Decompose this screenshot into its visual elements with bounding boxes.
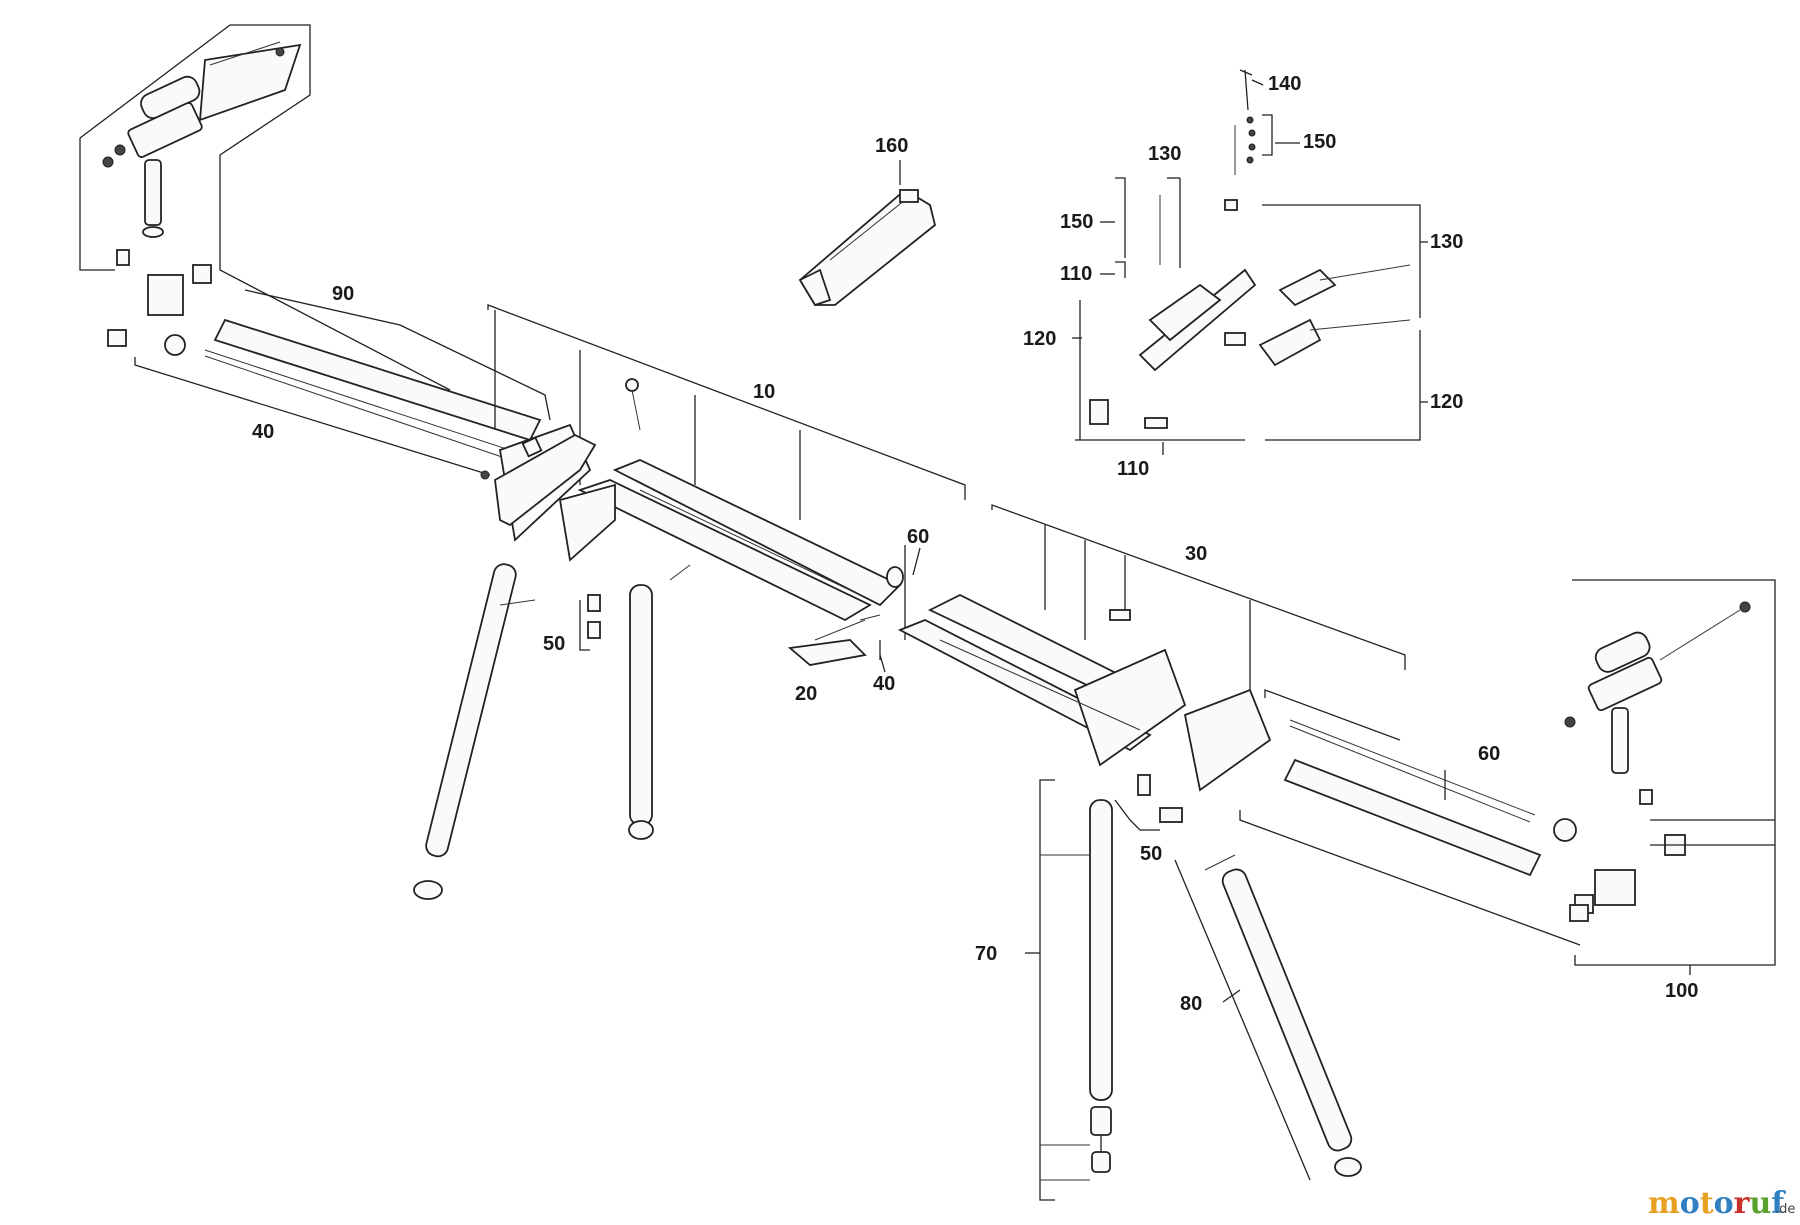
label-50-left: 50 <box>543 633 565 655</box>
watermark-char: r <box>1734 1186 1751 1221</box>
label-90: 90 <box>332 283 354 305</box>
label-120-right: 120 <box>1430 391 1463 413</box>
label-40-left: 40 <box>252 421 274 443</box>
leg-70 <box>1039 779 1113 1201</box>
right-extension-support-assembly <box>1564 579 1776 966</box>
left-end-plate <box>480 433 597 527</box>
motoruf-watermark-logo: motoruf .de <box>1648 1186 1795 1221</box>
watermark-char: o <box>1680 1186 1700 1221</box>
right-leg-brackets <box>1114 774 1183 831</box>
watermark-char: u <box>1749 1186 1771 1221</box>
label-140: 140 <box>1268 73 1301 95</box>
watermark-suffix: .de <box>1775 1202 1795 1217</box>
watermark-char: o <box>1714 1186 1734 1221</box>
watermark-char: m <box>1648 1186 1680 1221</box>
label-30: 30 <box>1185 543 1207 565</box>
label-leader-lines <box>879 79 1691 1003</box>
label-130-right: 130 <box>1430 231 1463 253</box>
label-60-centre: 60 <box>907 526 929 548</box>
label-110-bottom: 110 <box>1117 458 1149 480</box>
label-20: 20 <box>795 683 817 705</box>
right-extension-bar-60 <box>1239 689 1581 946</box>
label-120-left: 120 <box>1023 328 1056 350</box>
label-80: 80 <box>1180 993 1202 1015</box>
left-extension-support-assembly <box>79 24 451 391</box>
label-70: 70 <box>975 943 997 965</box>
label-50-right: 50 <box>1140 843 1162 865</box>
centre-link-bracket <box>787 545 906 666</box>
part-number-labels: 160 140 150 130 150 130 110 120 120 110 … <box>252 73 1698 1015</box>
main-rail-30 <box>897 504 1406 792</box>
label-40-centre: 40 <box>873 673 895 695</box>
leg-80 <box>1174 854 1362 1181</box>
label-100: 100 <box>1665 980 1698 1002</box>
clamp-part-160 <box>798 160 937 307</box>
label-10: 10 <box>753 381 775 403</box>
label-150-left: 150 <box>1060 211 1093 233</box>
latch-detail-inset <box>1075 69 1421 441</box>
svg-text:motoruf: motoruf <box>1648 1186 1786 1221</box>
label-110-left: 110 <box>1060 263 1092 285</box>
left-leg-pair <box>413 563 691 900</box>
extension-bar-90 <box>134 289 551 476</box>
label-150-top: 150 <box>1303 131 1336 153</box>
label-130-top: 130 <box>1148 143 1181 165</box>
watermark-char: t <box>1700 1186 1714 1221</box>
watermark-char: f <box>1771 1186 1786 1221</box>
label-60-right: 60 <box>1478 743 1500 765</box>
label-160: 160 <box>875 135 908 157</box>
